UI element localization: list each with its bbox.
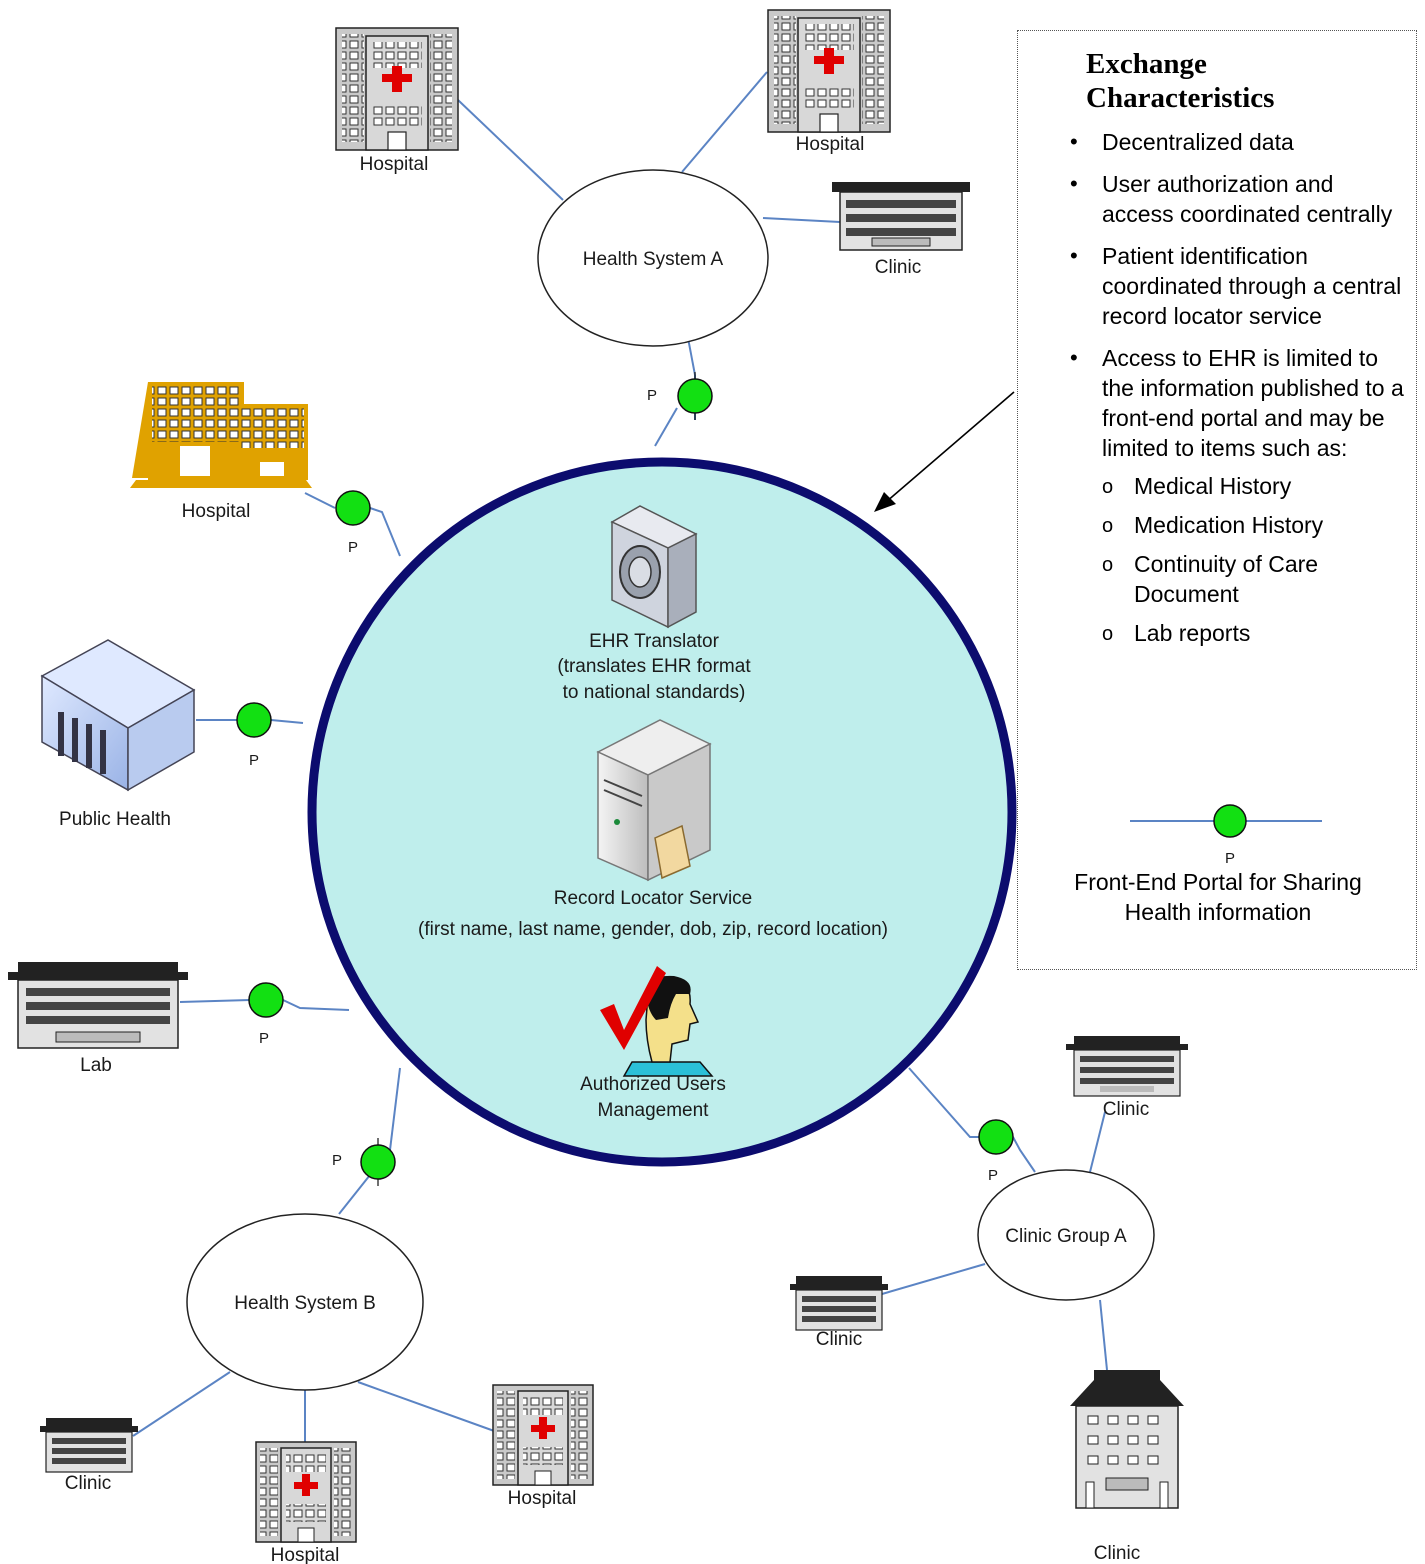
legend-subitem: Lab reports (1070, 618, 1410, 649)
legend-portal-symbol: P (1130, 804, 1322, 867)
legend-bullet-list: Decentralized data User authorization an… (1070, 127, 1410, 660)
authorized-users-label-1: Authorized Users (580, 1074, 726, 1095)
public-health-building-icon (40, 639, 196, 792)
portal-label: P (249, 752, 259, 769)
legend-bullet: User authorization and access coordinate… (1070, 169, 1410, 229)
legend-subitem: Continuity of Care Document (1070, 549, 1410, 609)
lab-label: Lab (80, 1055, 112, 1076)
portal-icon (978, 1119, 1014, 1155)
legend-panel: Exchange Characteristics Decentralized d… (1017, 30, 1417, 970)
clinic-top-label: Clinic (875, 257, 921, 278)
record-locator-label-1: Record Locator Service (554, 888, 753, 909)
health-system-a-node (537, 169, 769, 347)
legend-bullet: Decentralized data (1070, 127, 1410, 157)
portal-label: P (988, 1167, 998, 1184)
clinic-group-top-label: Clinic (1103, 1099, 1149, 1120)
legend-subitem: Medical History (1070, 471, 1410, 502)
record-locator-label-2: (first name, last name, gender, dob, zip… (418, 919, 888, 940)
hospital-building-icon (767, 9, 891, 133)
legend-portal-label: P (1225, 850, 1235, 867)
clinic-bottom-left-label: Clinic (65, 1473, 111, 1494)
portal-label: P (348, 539, 358, 556)
public-health-label: Public Health (59, 809, 171, 830)
server-icon (596, 719, 712, 882)
hospital-orange-icon (130, 382, 312, 488)
health-system-b-label: Health System B (234, 1293, 376, 1314)
portal-label: P (647, 387, 657, 404)
authorized-user-icon (600, 966, 714, 1077)
lab-building-icon (8, 962, 188, 1049)
hospital-bottom-right-label: Hospital (508, 1488, 577, 1509)
hospital-orange-label: Hospital (182, 501, 251, 522)
clinic-building-icon (1066, 1036, 1188, 1097)
connection-lines (132, 71, 1108, 1442)
clinic-building-icon (40, 1418, 138, 1473)
portal-label: P (332, 1152, 342, 1169)
legend-subitem: Medication History (1070, 510, 1410, 541)
legend-bullet: Access to EHR is limited to the informat… (1070, 343, 1410, 649)
hospital-top-left-label: Hospital (360, 154, 429, 175)
legend-bullet: Patient identification coordinated throu… (1070, 241, 1410, 331)
legend-subitem-list: Medical History Medication History Conti… (1102, 471, 1410, 649)
hospital-top-right-label: Hospital (796, 134, 865, 155)
clinic-building-icon (832, 182, 970, 251)
health-system-a-label: Health System A (583, 249, 724, 270)
portal-icon (335, 490, 371, 526)
clinic-group-bottom-label: Clinic (1094, 1543, 1140, 1564)
health-system-b-node (186, 1213, 424, 1391)
clinic-group-a-node (977, 1169, 1155, 1301)
ehr-translator-icon (610, 505, 698, 629)
hospital-building-icon (255, 1441, 357, 1543)
legend-portal-caption: Front-End Portal for Sharing Health info… (1074, 869, 1362, 925)
callout-arrow (874, 391, 1015, 512)
portal-icon (248, 982, 284, 1018)
ehr-translator-label-1: EHR Translator (589, 631, 720, 652)
hospital-building-icon (492, 1384, 594, 1486)
legend-title: Exchange Characteristics (1086, 48, 1275, 114)
portal-icon (236, 702, 272, 738)
portal-label: P (259, 1030, 269, 1047)
portal-icon (360, 1138, 396, 1186)
hospital-bottom-mid-label: Hospital (271, 1545, 340, 1564)
portal-icon (677, 372, 713, 420)
clinic-tall-building-icon (1070, 1370, 1184, 1509)
hospital-building-icon (335, 27, 459, 151)
authorized-users-label-2: Management (598, 1100, 710, 1121)
clinic-group-a-label: Clinic Group A (1005, 1226, 1127, 1247)
clinic-group-left-label: Clinic (816, 1329, 862, 1350)
clinic-building-icon (790, 1276, 888, 1331)
ehr-translator-label-3: to national standards) (563, 682, 746, 703)
ehr-translator-label-2: (translates EHR format (557, 656, 751, 677)
